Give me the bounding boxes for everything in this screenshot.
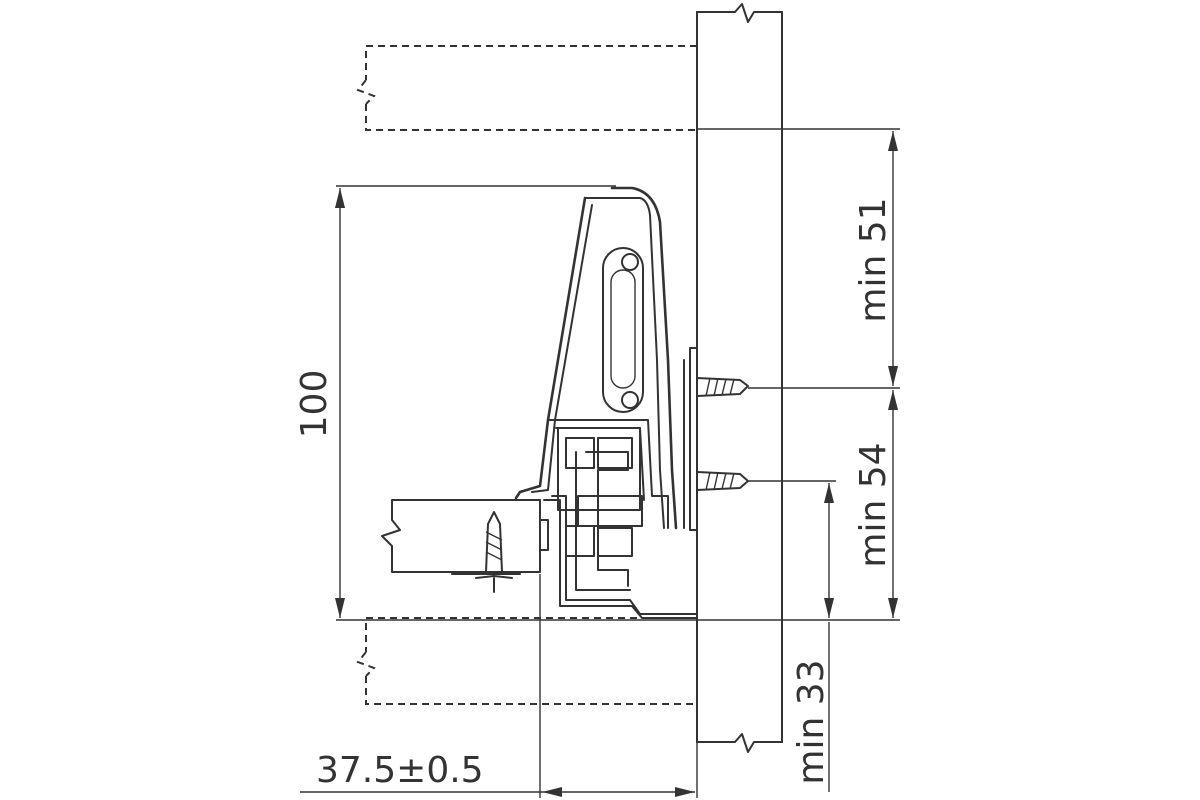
- runner-mechanism: [543, 419, 698, 619]
- dimension-lower-clearance: min 33: [748, 480, 836, 792]
- mounting-plate: [683, 347, 698, 531]
- lower-drawer-outline: [356, 617, 697, 705]
- bottom-fixing-screw: [475, 511, 513, 593]
- dimension-side-offset: 37.5±0.5: [300, 574, 698, 798]
- label-upper-clearance: min 51: [853, 197, 894, 322]
- label-height-total: 100: [294, 370, 335, 439]
- dimension-height-total: 100: [294, 185, 697, 621]
- drawer-side-profile: [514, 186, 678, 530]
- dimension-upper-clearance: min 51: [697, 128, 900, 389]
- lower-mounting-screw: [696, 471, 749, 491]
- dimension-middle-clearance: min 54: [697, 390, 900, 621]
- label-side-offset: 37.5±0.5: [316, 750, 484, 791]
- label-middle-clearance: min 54: [853, 442, 894, 567]
- label-lower-clearance: min 33: [791, 659, 832, 784]
- upper-drawer-outline: [356, 45, 697, 131]
- drawer-bottom-board: [381, 499, 549, 575]
- upper-mounting-screw: [696, 377, 749, 397]
